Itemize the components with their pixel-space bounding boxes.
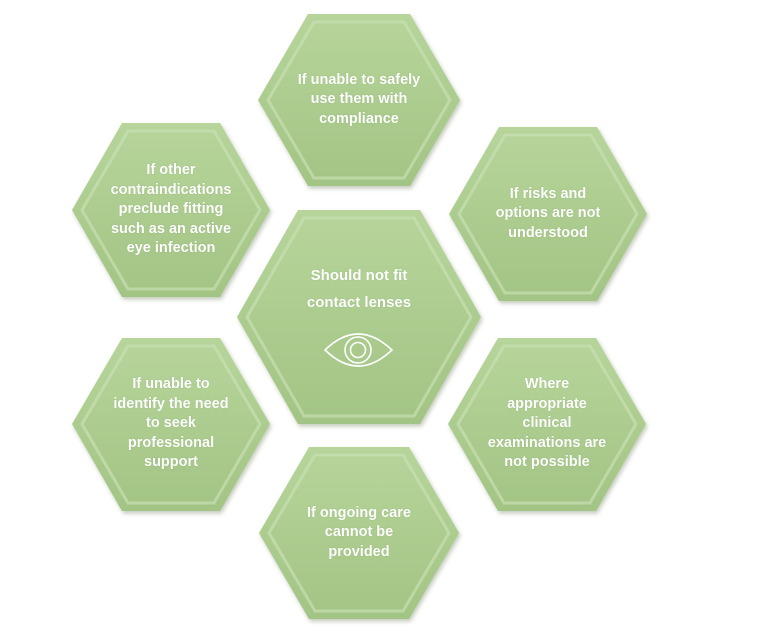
hexagon-label-bottom: If ongoing care cannot be provided: [307, 504, 411, 560]
hexagon-upper-right: [449, 127, 647, 301]
hexagon-lower-left: [72, 338, 270, 511]
hexagon-top: [258, 14, 460, 186]
hexagon-label-upper-left: If other contraindications preclude fitt…: [110, 162, 232, 257]
hexagon-label-top: If unable to safely use them with compli…: [297, 71, 421, 127]
hexagon-upper-left: [72, 123, 270, 297]
hexagon-label-lower-right: Where appropriate clinical examinations …: [487, 376, 607, 471]
center-label: Should not fit contact lenses: [306, 267, 412, 311]
hexagon-center: [237, 210, 481, 424]
hexagon-label-upper-right: If risks and options are not understood: [495, 185, 601, 241]
hexagon-label-lower-left: If unable to identify the need to seek p…: [113, 376, 229, 471]
eye-icon: [323, 333, 394, 367]
hexagon-lower-right: [448, 338, 646, 511]
hexagon-bottom: [259, 447, 459, 619]
